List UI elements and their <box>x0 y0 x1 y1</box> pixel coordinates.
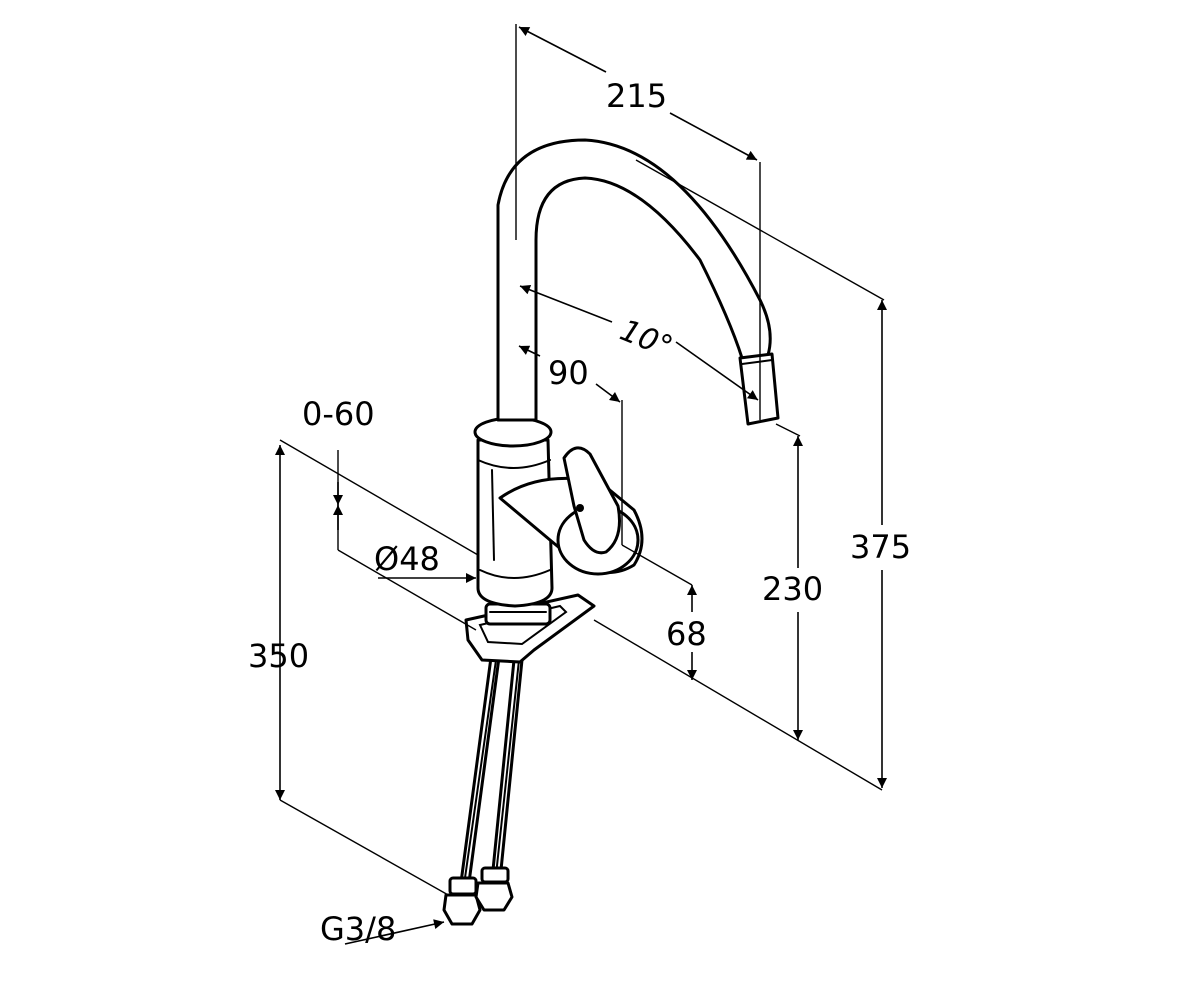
dim-body-height-label: 68 <box>666 615 707 653</box>
hose-fitting-right <box>474 866 514 912</box>
dimension-labels: 215 10° 90 0-60 Ø48 68 230 375 350 G3/8 <box>248 77 911 948</box>
dimension-lines <box>275 24 887 945</box>
supply-hoses <box>458 648 525 892</box>
lever-handle <box>498 446 644 576</box>
faucet <box>442 138 780 926</box>
dim-hose-length-label: 350 <box>248 637 309 675</box>
dim-spout-clearance-label: 230 <box>762 570 823 608</box>
dim-reach-label: 215 <box>606 77 667 115</box>
dim-base-diameter-label: Ø48 <box>374 540 440 578</box>
dim-thread-label: G3/8 <box>320 910 396 948</box>
dim-handle-offset-label: 90 <box>548 354 589 392</box>
spout <box>496 138 780 426</box>
dim-total-height-label: 375 <box>850 528 911 566</box>
dim-spray-angle-label: 10° <box>615 313 677 365</box>
dim-deck-thickness-label: 0-60 <box>302 395 375 433</box>
hose-fitting-left <box>442 876 482 926</box>
